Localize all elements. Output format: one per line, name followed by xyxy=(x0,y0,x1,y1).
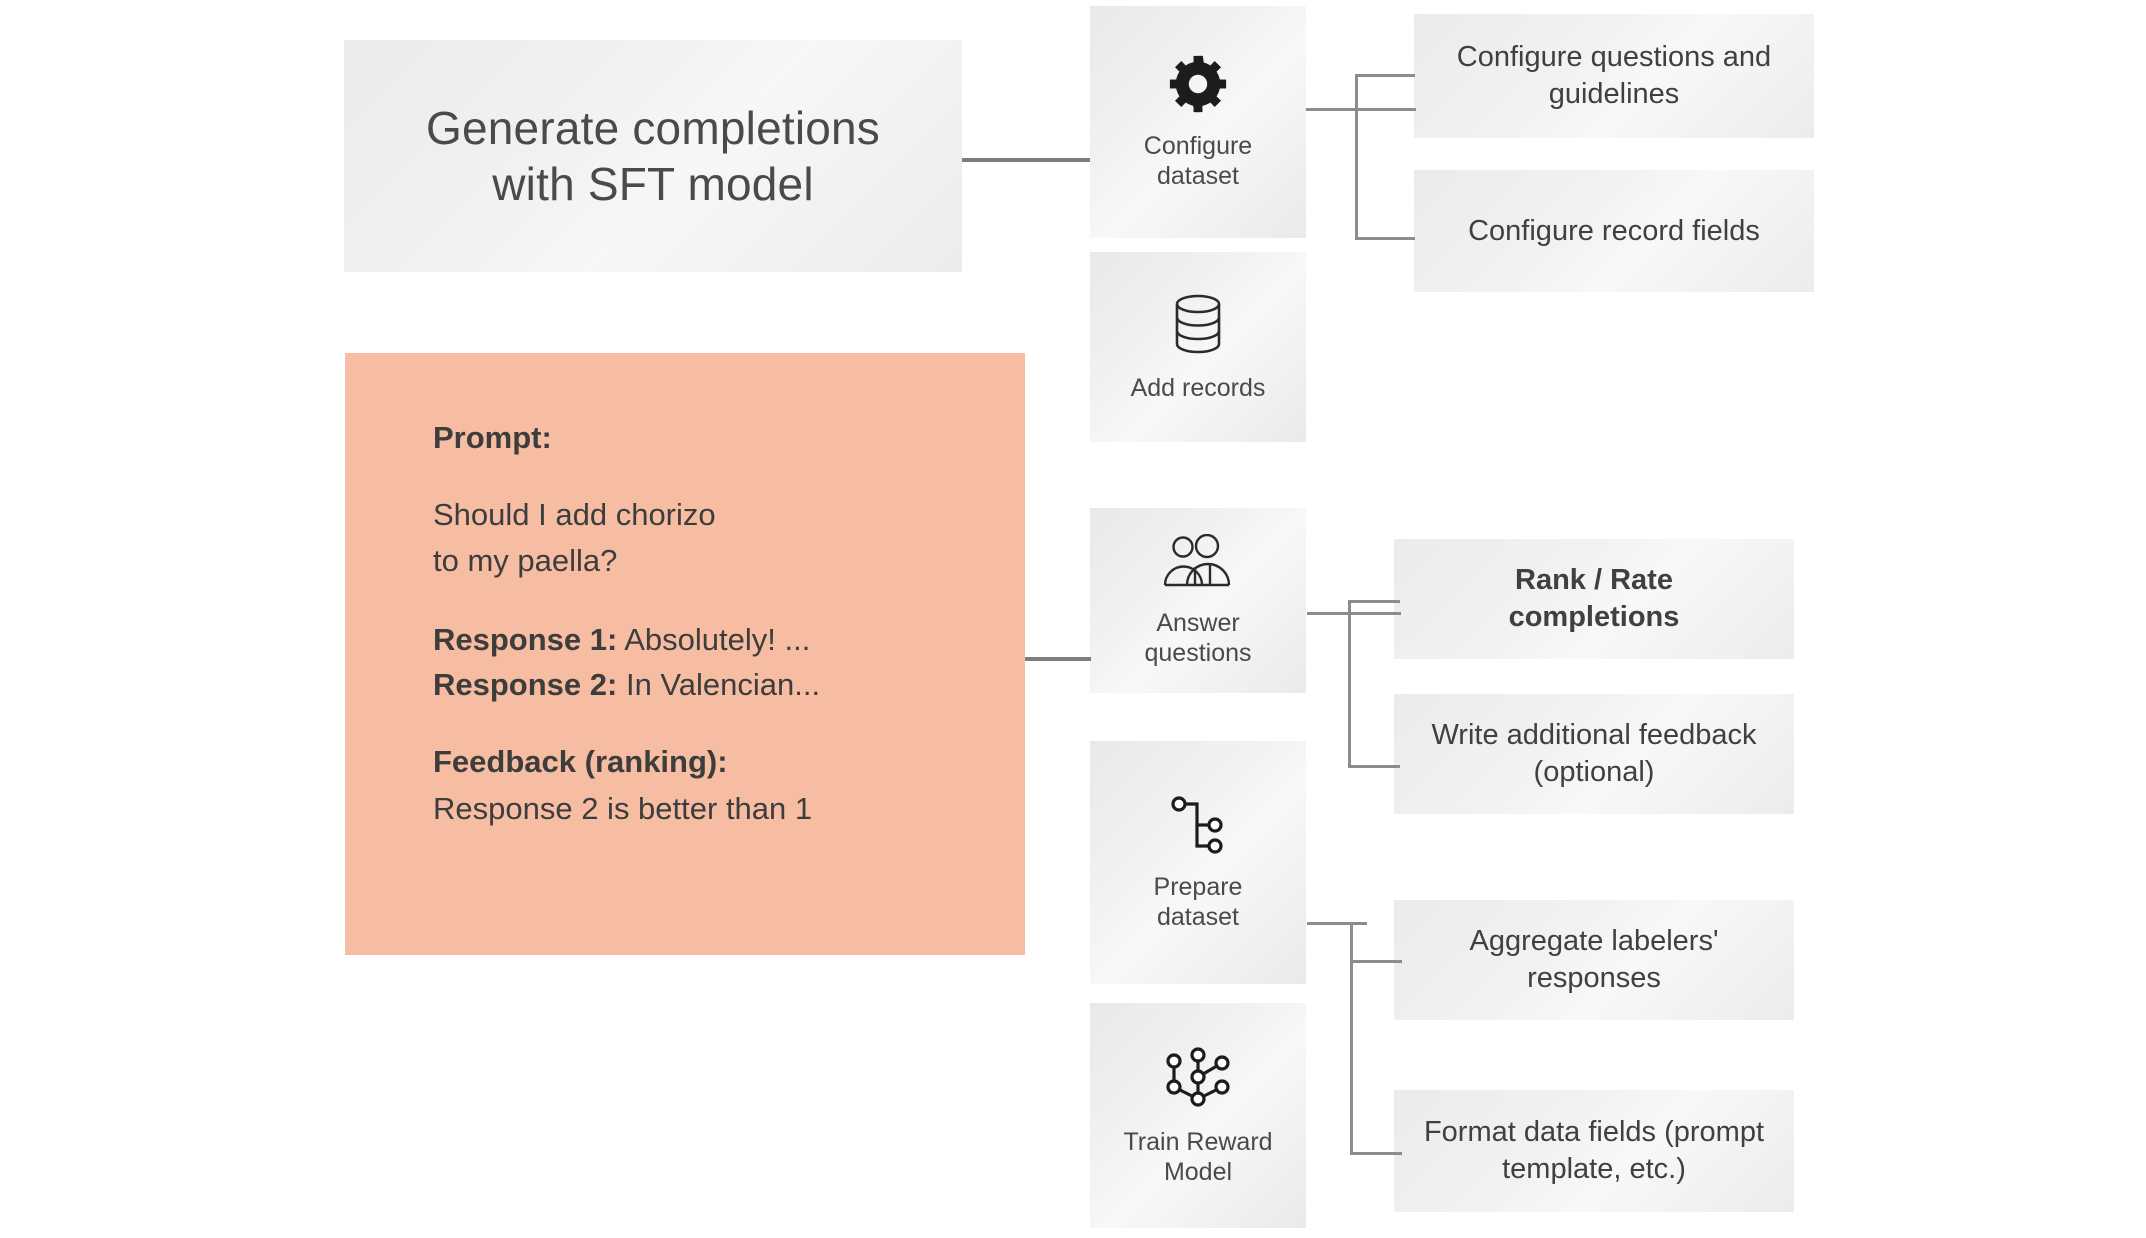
sample-record-card: Prompt: Should I add chorizo to my paell… xyxy=(345,353,1025,955)
connector-answer-to-rank xyxy=(1348,600,1400,603)
feedback-heading: Feedback (ranking): xyxy=(433,744,728,779)
database-icon xyxy=(1169,291,1227,357)
network-graph-icon xyxy=(1159,1045,1237,1111)
gear-icon xyxy=(1167,53,1229,115)
detail-rank-label: Rank / Rate completions xyxy=(1508,564,1680,633)
stage-configure-dataset[interactable]: Configure dataset xyxy=(1090,6,1306,238)
connector-configure-stub xyxy=(1306,108,1416,111)
title-box: Generate completions with SFT model xyxy=(344,40,962,272)
detail-rf-label: Configure record fields xyxy=(1468,214,1760,247)
connector-configure-bracket-vertical xyxy=(1355,74,1358,240)
stage-prepare-label: Prepare dataset xyxy=(1153,872,1243,931)
connector-answer-bracket-vertical xyxy=(1348,600,1351,768)
stage-configure-label: Configure dataset xyxy=(1143,132,1253,190)
connector-prepare-to-format xyxy=(1350,1152,1402,1155)
stage-answer-questions[interactable]: Answer questions xyxy=(1090,508,1306,693)
detail-rank-rate-completions[interactable]: Rank / Rate completions xyxy=(1394,539,1794,659)
prompt-line-2: to my paella? xyxy=(433,543,618,578)
detail-aggregate-labelers-responses[interactable]: Aggregate labelers' responses xyxy=(1394,900,1794,1020)
connector-answer-stub xyxy=(1307,612,1401,615)
response-2-row: Response 2: In Valencian... xyxy=(433,662,1025,707)
title-label: Generate completions with SFT model xyxy=(425,101,881,210)
hierarchy-tree-icon xyxy=(1169,794,1227,856)
stage-train-label: Train Reward Model xyxy=(1123,1127,1273,1186)
connector-prepare-stub xyxy=(1307,922,1367,925)
response-1-row: Response 1: Absolutely! ... xyxy=(433,617,1025,662)
detail-fmt-label: Format data fields (prompt template, etc… xyxy=(1423,1116,1765,1185)
response-2-text: In Valencian... xyxy=(617,666,821,702)
detail-format-data-fields[interactable]: Format data fields (prompt template, etc… xyxy=(1394,1090,1794,1212)
stage-answer-label: Answer questions xyxy=(1144,608,1252,667)
stage-prepare-dataset[interactable]: Prepare dataset xyxy=(1090,741,1306,984)
prompt-heading: Prompt: xyxy=(433,420,552,455)
prompt-line-1: Should I add chorizo xyxy=(433,496,716,532)
connector-configure-to-record-fields xyxy=(1355,237,1415,240)
detail-configure-questions-guidelines[interactable]: Configure questions and guidelines xyxy=(1414,14,1814,138)
response-2-label: Response 2: xyxy=(433,666,618,702)
stage-train-reward-model[interactable]: Train Reward Model xyxy=(1090,1003,1306,1228)
connector-answer-to-feedback xyxy=(1348,765,1400,768)
detail-write-additional-feedback[interactable]: Write additional feedback (optional) xyxy=(1394,694,1794,814)
feedback-text: Response 2 is better than 1 xyxy=(433,790,813,826)
detail-agg-label: Aggregate labelers' responses xyxy=(1469,925,1719,994)
detail-qg-label: Configure questions and guidelines xyxy=(1456,41,1772,110)
connector-sample-to-answer xyxy=(1025,657,1091,661)
response-1-label: Response 1: xyxy=(433,621,618,657)
response-1-text: Absolutely! ... xyxy=(617,621,811,657)
connector-title-to-configure xyxy=(962,158,1090,162)
connector-configure-to-questions xyxy=(1355,74,1415,77)
stage-records-label: Add records xyxy=(1130,374,1266,402)
detail-configure-record-fields[interactable]: Configure record fields xyxy=(1414,170,1814,292)
stage-add-records[interactable]: Add records xyxy=(1090,252,1306,442)
connector-prepare-bracket-vertical xyxy=(1350,922,1353,1154)
people-group-icon xyxy=(1162,533,1234,592)
connector-prepare-to-aggregate xyxy=(1350,960,1402,963)
detail-fb-label: Write additional feedback (optional) xyxy=(1431,719,1757,788)
